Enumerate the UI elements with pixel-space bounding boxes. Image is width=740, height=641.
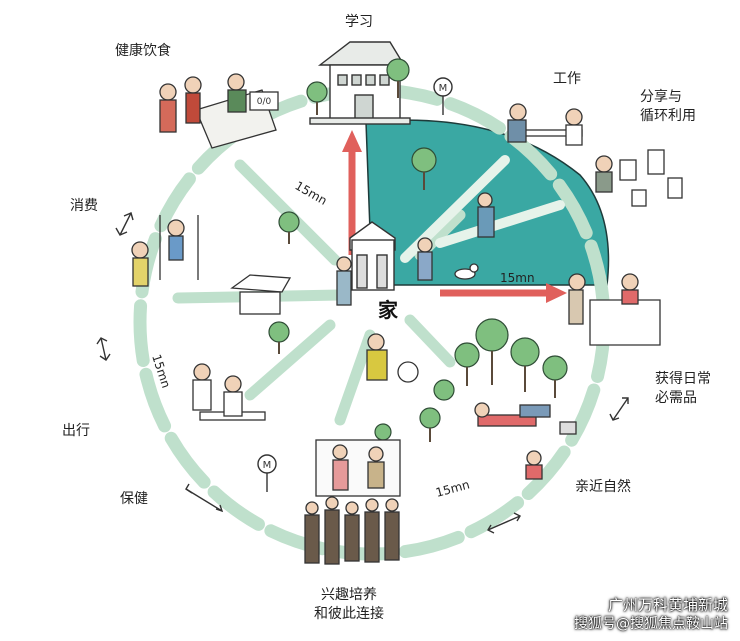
workers-desk: [507, 103, 583, 146]
distance-label: 15mn: [500, 271, 535, 285]
picnic-people: [474, 402, 577, 480]
market-stall: [159, 73, 279, 149]
label-share: 分享与 循环利用: [640, 88, 696, 126]
label-consume: 消费: [70, 198, 98, 214]
market-sign: 0/0: [257, 97, 272, 107]
label-necessities: 获得日常 必需品: [655, 370, 711, 408]
sharing-chairs: [595, 149, 683, 207]
home-label: 家: [378, 298, 398, 322]
school-building: [309, 41, 411, 125]
label-work: 工作: [553, 71, 581, 87]
label-hobbies-line1: 兴趣培养: [321, 587, 377, 603]
label-diet: 健康饮食: [115, 43, 171, 59]
metro-sign: M: [257, 454, 277, 492]
watermark: 广州万科黄埔新城 搜狐号@搜狐焦点鞍山站: [574, 596, 728, 633]
label-travel: 出行: [62, 423, 90, 439]
label-hobbies-line2: 和彼此连接: [314, 606, 384, 622]
trees: [268, 58, 568, 442]
pavilion: [230, 274, 292, 315]
svg-text:M: M: [439, 83, 448, 94]
double-arrows: [96, 212, 629, 534]
svg-text:M: M: [263, 460, 272, 471]
label-share-line1: 分享与: [640, 89, 682, 105]
arrow-right: [440, 283, 567, 303]
label-share-line2: 循环利用: [640, 108, 696, 124]
watermark-line2: 搜狐号@搜狐焦点鞍山站: [574, 616, 728, 632]
label-necessities-line2: 必需品: [655, 390, 697, 406]
metro-sign: M: [433, 77, 453, 115]
distance-label: 15mn: [434, 477, 471, 499]
label-hobbies: 兴趣培养 和彼此连接: [314, 586, 384, 624]
theater-group: [304, 439, 401, 565]
clinic-scene: [192, 363, 266, 421]
label-study: 学习: [345, 14, 373, 30]
home-house: [349, 221, 396, 291]
label-health: 保健: [120, 491, 148, 507]
label-nature: 亲近自然: [575, 479, 631, 495]
center-people: [336, 192, 495, 383]
watermark-line1: 广州万科黄埔新城: [607, 596, 728, 614]
label-necessities-line1: 获得日常: [655, 371, 711, 387]
dog: [454, 263, 479, 280]
exercising-people: [131, 215, 199, 287]
distance-label: 15mn: [293, 178, 330, 207]
goods-shop: [568, 273, 661, 346]
